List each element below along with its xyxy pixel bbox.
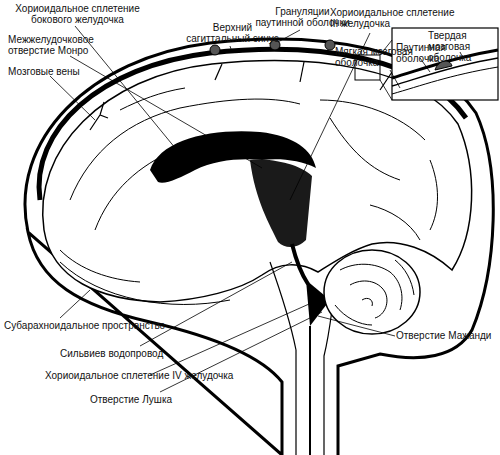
brainstem	[270, 262, 332, 455]
part-label: Межжелудочковое отверстие Монро	[8, 34, 108, 56]
part-label: Мозговые вены	[8, 66, 108, 77]
part-label: Хориоидальное сплетение IV желудочка	[45, 370, 245, 381]
part-label: Хориоидальное сплетение III желудочка	[330, 7, 460, 29]
part-label: Мягкая мозговая оболочка	[335, 46, 415, 68]
aqueduct	[292, 244, 308, 284]
part-label: Субарахноидальное пространство	[4, 320, 174, 331]
central-canal	[309, 326, 311, 455]
dura-outline	[25, 39, 493, 455]
subarachnoid-space	[60, 262, 230, 304]
part-label: Отверстие Мажанди	[396, 330, 500, 341]
part-label: Хориоидальное сплетение бокового желудоч…	[10, 3, 145, 25]
part-label: Отверстие Лушка	[90, 394, 210, 405]
part-label: Сильвиев водопровод	[60, 348, 190, 359]
cerebral-veins	[90, 62, 392, 130]
